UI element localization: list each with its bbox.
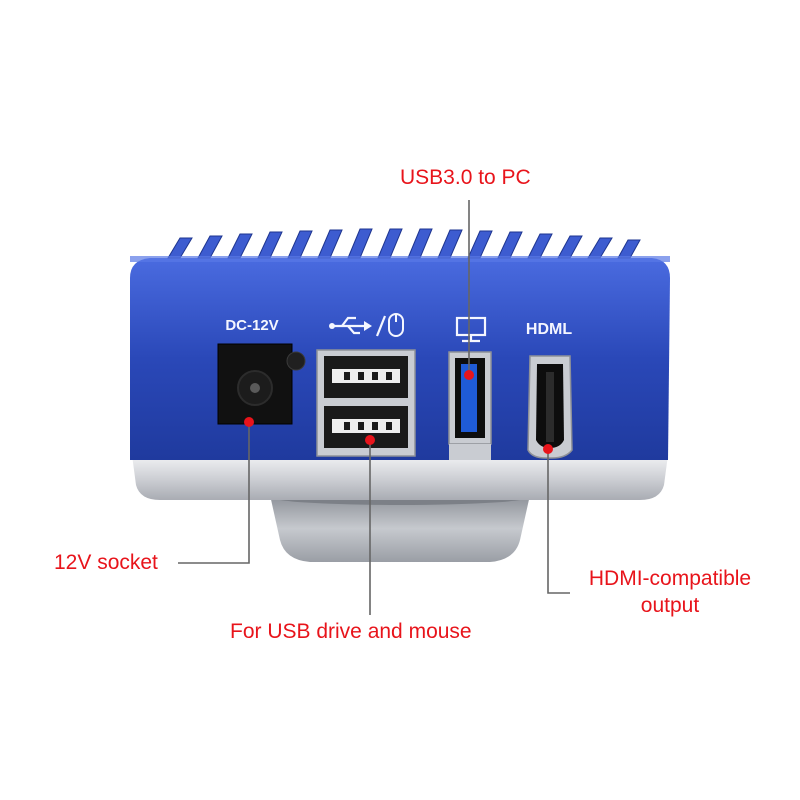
hdmi-leader	[547, 449, 570, 594]
hdmi-callout: HDMI-compatible output	[572, 565, 768, 619]
usb30-notch	[449, 444, 491, 460]
monitor-icon	[455, 316, 487, 343]
usb30-dot	[464, 370, 474, 380]
hdmi-port-label: HDML	[526, 321, 572, 338]
callout-leaders	[178, 200, 570, 615]
usb-a-ports	[316, 349, 416, 457]
hdmi-port	[527, 355, 573, 459]
usb-drive-callout: For USB drive and mouse	[230, 620, 472, 643]
hdmi-callout-line2: output	[640, 594, 700, 617]
silver-base	[132, 455, 668, 500]
hdmi-callout-line1: HDMI-compatible	[588, 567, 752, 590]
dc-socket	[217, 343, 293, 425]
socket-callout: 12V socket	[54, 551, 158, 574]
heatsink-fins	[167, 228, 641, 259]
led-indicator	[286, 351, 306, 371]
dc-port-label: DC-12V	[225, 317, 278, 334]
mouse-icon	[388, 313, 404, 337]
callout-dots	[244, 370, 553, 454]
usb-symbol-icon	[329, 316, 372, 335]
socket-leader	[178, 422, 250, 564]
usb30-callout: USB3.0 to PC	[400, 166, 531, 189]
socket-dot	[244, 417, 254, 427]
usb-drive-dot	[365, 435, 375, 445]
slash-divider	[375, 315, 387, 337]
usb30-port	[448, 351, 492, 445]
hdmi-dot	[543, 444, 553, 454]
